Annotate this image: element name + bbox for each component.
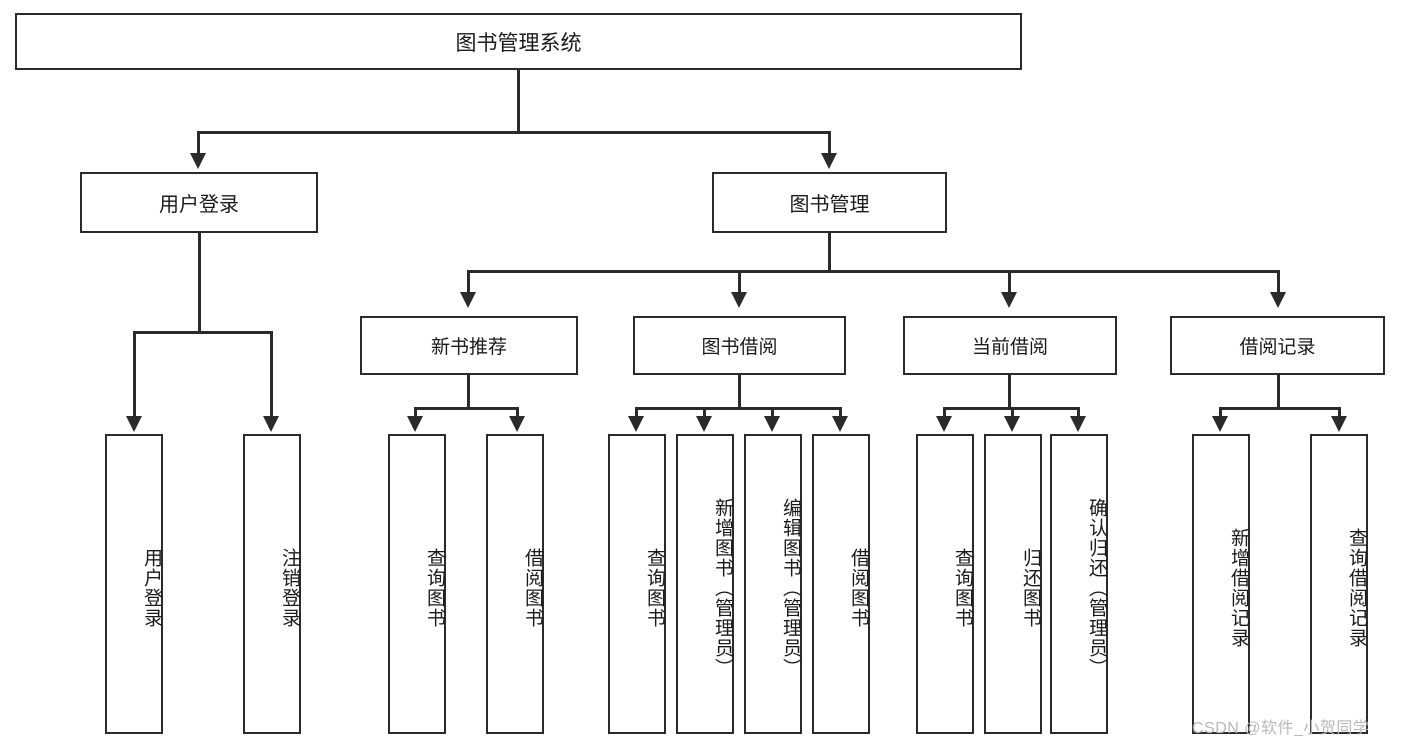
edge-bm-drop-3 (1008, 270, 1011, 294)
edge-root-stem (517, 70, 520, 133)
edge-cb-stem (1008, 375, 1011, 409)
arrow-to-leaf-borrow-book-2 (832, 416, 848, 432)
edge-br-stem (1277, 375, 1280, 409)
edge-bb-drop-3 (771, 407, 774, 418)
arrow-to-leaf-query-record (1331, 416, 1347, 432)
arrow-to-borrow-record (1270, 292, 1286, 308)
node-new-book-recommend-label: 新书推荐 (430, 337, 507, 358)
leaf-return-book[interactable]: 归还图书 (984, 434, 1042, 734)
leaf-query-record-label: 查询借阅记录 (1346, 528, 1367, 648)
edge-bb-stem (738, 375, 741, 409)
arrow-to-book-borrow (731, 292, 747, 308)
edge-cb-drop-2 (1011, 407, 1014, 418)
edge-user-login-drop-2 (270, 331, 273, 418)
leaf-user-login-label: 用户登录 (141, 548, 162, 628)
arrow-to-leaf-query-book-2 (628, 416, 644, 432)
edge-user-login-bus (133, 331, 272, 334)
leaf-add-record-label: 新增借阅记录 (1228, 528, 1249, 648)
edge-user-login-drop-1 (133, 331, 136, 418)
edge-root-bus (197, 131, 831, 134)
leaf-user-logout-label: 注销登录 (279, 548, 300, 628)
leaf-add-book-admin[interactable]: 新增图书（管理员） (676, 434, 734, 734)
arrow-to-leaf-add-record (1212, 416, 1228, 432)
edge-root-to-book-manage (828, 131, 831, 153)
arrow-to-user-login (190, 153, 206, 169)
leaf-user-login[interactable]: 用户登录 (105, 434, 163, 734)
arrow-to-leaf-return-book (1004, 416, 1020, 432)
edge-bb-drop-1 (635, 407, 638, 418)
arrow-to-leaf-query-book-3 (936, 416, 952, 432)
leaf-add-record[interactable]: 新增借阅记录 (1192, 434, 1250, 734)
node-user-login-label: 用户登录 (159, 194, 239, 216)
edge-cb-drop-3 (1077, 407, 1080, 418)
leaf-confirm-return-admin[interactable]: 确认归还（管理员） (1050, 434, 1108, 734)
edge-br-drop-2 (1338, 407, 1341, 418)
arrow-to-leaf-user-login (126, 416, 142, 432)
edge-nbr-stem (467, 375, 470, 409)
edge-bm-drop-1 (467, 270, 470, 294)
leaf-borrow-book-2-label: 借阅图书 (848, 548, 869, 628)
edge-bb-bus (635, 407, 842, 410)
leaf-return-book-label: 归还图书 (1020, 548, 1041, 628)
node-book-manage[interactable]: 图书管理 (712, 172, 947, 233)
node-book-borrow[interactable]: 图书借阅 (633, 316, 846, 375)
leaf-edit-book-admin-label: 编辑图书（管理员） (780, 498, 801, 678)
csdn-watermark: CSDN @软件_小贺同学 (1192, 720, 1370, 737)
leaf-query-book-1[interactable]: 查询图书 (388, 434, 446, 734)
leaf-query-book-1-label: 查询图书 (424, 548, 445, 628)
node-new-book-recommend[interactable]: 新书推荐 (360, 316, 578, 375)
edge-br-drop-1 (1219, 407, 1222, 418)
arrow-to-leaf-edit-book-admin (764, 416, 780, 432)
arrow-to-current-borrow (1001, 292, 1017, 308)
leaf-query-book-2[interactable]: 查询图书 (608, 434, 666, 734)
node-borrow-record[interactable]: 借阅记录 (1170, 316, 1385, 375)
leaf-query-record[interactable]: 查询借阅记录 (1310, 434, 1368, 734)
edge-nbr-drop-1 (414, 407, 417, 418)
edge-root-to-user-login (197, 131, 200, 153)
node-book-borrow-label: 图书借阅 (701, 337, 778, 358)
leaf-borrow-book-1-label: 借阅图书 (522, 548, 543, 628)
leaf-query-book-2-label: 查询图书 (644, 548, 665, 628)
leaf-borrow-book-2[interactable]: 借阅图书 (812, 434, 870, 734)
edge-nbr-bus (414, 407, 519, 410)
arrow-to-leaf-query-book-1 (407, 416, 423, 432)
node-user-login[interactable]: 用户登录 (80, 172, 318, 233)
node-root[interactable]: 图书管理系统 (15, 13, 1022, 70)
node-root-label: 图书管理系统 (455, 31, 582, 55)
arrow-to-leaf-confirm-return-admin (1070, 416, 1086, 432)
leaf-edit-book-admin[interactable]: 编辑图书（管理员） (744, 434, 802, 734)
edge-nbr-drop-2 (516, 407, 519, 418)
leaf-query-book-3-label: 查询图书 (952, 548, 973, 628)
arrow-to-book-manage (821, 153, 837, 169)
node-book-manage-label: 图书管理 (789, 194, 870, 216)
edge-user-login-stem (198, 233, 201, 333)
edge-bm-drop-2 (738, 270, 741, 294)
leaf-borrow-book-1[interactable]: 借阅图书 (486, 434, 544, 734)
arrow-to-leaf-add-book-admin (696, 416, 712, 432)
arrow-to-leaf-borrow-book-1 (509, 416, 525, 432)
edge-book-manage-stem (828, 233, 831, 272)
node-borrow-record-label: 借阅记录 (1239, 337, 1316, 358)
node-current-borrow-label: 当前借阅 (971, 337, 1048, 358)
arrow-to-leaf-user-logout (263, 416, 279, 432)
edge-book-manage-bus (467, 270, 1277, 273)
node-current-borrow[interactable]: 当前借阅 (903, 316, 1117, 375)
leaf-add-book-admin-label: 新增图书（管理员） (712, 498, 733, 678)
edge-bm-drop-4 (1277, 270, 1280, 294)
edge-bb-drop-2 (703, 407, 706, 418)
edge-br-bus (1219, 407, 1341, 410)
leaf-query-book-3[interactable]: 查询图书 (916, 434, 974, 734)
leaf-confirm-return-admin-label: 确认归还（管理员） (1086, 498, 1107, 678)
leaf-user-logout[interactable]: 注销登录 (243, 434, 301, 734)
edge-bb-drop-4 (839, 407, 842, 418)
arrow-to-new-book-recommend (460, 292, 476, 308)
edge-cb-drop-1 (943, 407, 946, 418)
